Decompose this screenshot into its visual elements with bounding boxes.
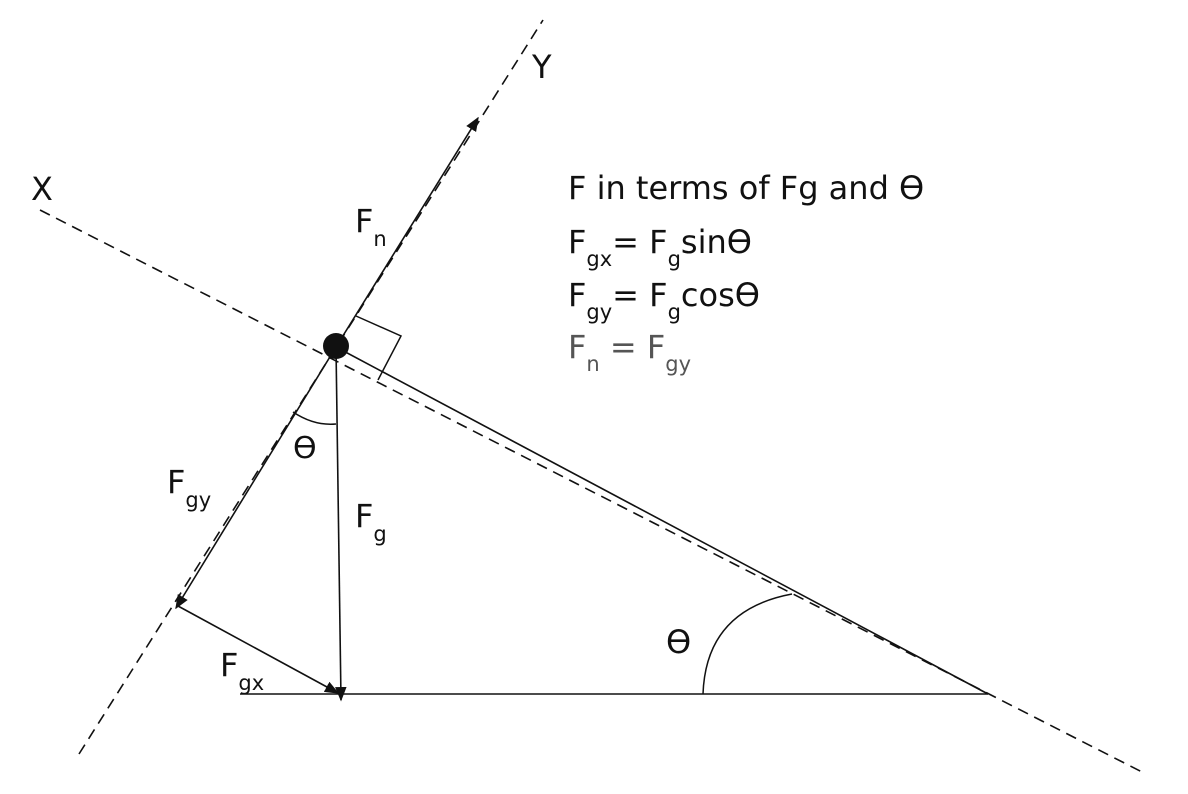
incline-theta-label: ϴ xyxy=(666,623,691,661)
object-dot xyxy=(323,333,349,359)
normal-force-label: Fn xyxy=(355,202,387,251)
equations-heading: F in terms of Fg and ϴ xyxy=(568,169,924,207)
x-axis-label: X xyxy=(31,170,53,208)
gravity-label: Fg xyxy=(355,497,387,546)
gravity-arrow xyxy=(335,346,347,702)
y-axis-label: Y xyxy=(531,48,552,86)
gravity-y-label: Fgy xyxy=(167,463,211,512)
incline-hypotenuse xyxy=(335,346,989,695)
top-angle-arc xyxy=(292,411,337,425)
equation-fn: Fn = Fgy xyxy=(568,328,691,376)
right-angle-marker xyxy=(355,315,403,381)
equation-fgx: Fgx= Fgsinϴ xyxy=(568,223,752,271)
gravity-x-label: Fgx xyxy=(220,646,264,695)
normal-force-arrow xyxy=(335,116,479,348)
gravity-x-arrow xyxy=(177,605,340,694)
incline-angle-arc xyxy=(702,593,793,695)
gravity-y-arrow xyxy=(175,346,337,610)
equation-fgy: Fgy= Fgcosϴ xyxy=(568,276,760,324)
top-theta-label: ϴ xyxy=(293,431,317,466)
